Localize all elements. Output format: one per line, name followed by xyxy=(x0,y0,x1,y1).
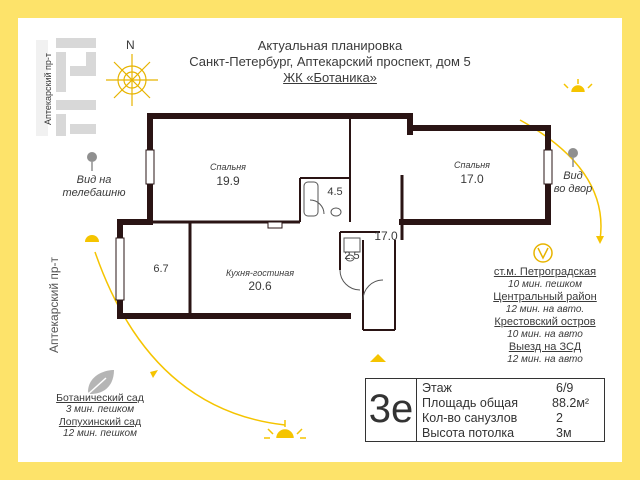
param-label: Кол-во санузлов xyxy=(422,411,518,425)
room-bedroom-2-name: Спальня xyxy=(454,160,490,170)
room-kitchen-area: 20.6 xyxy=(248,279,272,293)
transport-item: ст.м. Петроградская xyxy=(493,266,597,278)
transport-item: Крестовский остров xyxy=(494,316,596,328)
transport-item-note: 12 мин. на авто. xyxy=(505,304,585,315)
sun-icon-bottom xyxy=(264,420,306,439)
complex-name: ЖК «Ботаника» xyxy=(283,70,377,85)
door-swings xyxy=(309,199,384,301)
view-pin-right-icon xyxy=(568,148,578,167)
transport-list: ст.м. Петроградская 10 мин. пешком Центр… xyxy=(470,266,620,366)
param-label: Площадь общая xyxy=(422,396,519,410)
param-value: 3м xyxy=(556,426,572,440)
sun-path-arc xyxy=(94,251,286,426)
sun-icon-top-right xyxy=(563,79,593,93)
param-value: 88.2м² xyxy=(552,396,590,410)
param-value: 6/9 xyxy=(556,381,574,395)
sun-icon-left xyxy=(85,235,99,242)
param-value: 2 xyxy=(556,411,563,425)
room-small-area: 6.7 xyxy=(153,263,169,275)
interior-walls xyxy=(150,116,404,331)
park-item-note: 3 мин. пешком xyxy=(65,404,135,415)
apartment-params-table: 3е Этаж 6/9 Площадь общая 88.2м² Кол-во … xyxy=(365,378,605,442)
room-bedroom-2-area: 17.0 xyxy=(460,172,484,186)
compass-north-label: N xyxy=(126,38,135,52)
sun-path-arrow-left xyxy=(150,370,158,378)
param-label: Этаж xyxy=(422,381,452,395)
transport-item: Центральный район xyxy=(493,291,597,303)
entrance-marker-icon xyxy=(370,354,386,362)
sun-path-arrow xyxy=(596,236,604,244)
view-right-label: Вид во двор xyxy=(553,170,593,195)
parks-list: Ботанический сад 3 мин. пешком Лопухинск… xyxy=(40,392,160,440)
site-plan-icon xyxy=(56,38,96,136)
compass-icon xyxy=(106,54,158,106)
view-pin-left-icon xyxy=(87,152,97,171)
room-bathroom-area: 4.5 xyxy=(327,186,343,198)
leaf-icon xyxy=(85,370,114,397)
transport-item-note: 10 мин. пешком xyxy=(508,279,582,290)
park-item: Лопухинский сад xyxy=(58,416,142,428)
transport-item-note: 10 мин. на авто xyxy=(507,329,583,340)
transport-item: Выезд на ЗСД xyxy=(508,341,582,353)
room-bedroom-1-area: 19.9 xyxy=(216,174,240,188)
param-label: Высота потолка xyxy=(422,426,515,440)
room-hall-area: 17.0 xyxy=(374,229,398,243)
address: Санкт-Петербург, Аптекарский проспект, д… xyxy=(189,54,471,69)
page-title: Актуальная планировка xyxy=(257,38,403,53)
room-kitchen-name: Кухня-гостиная xyxy=(225,268,295,278)
metro-icon xyxy=(533,243,553,263)
sun-path-arc-right xyxy=(519,119,602,241)
park-item: Ботанический сад xyxy=(56,392,144,404)
view-left-label: Вид на телебашню xyxy=(62,174,126,199)
street-stripe-top xyxy=(36,40,48,136)
park-item-note: 12 мин. пешком xyxy=(63,428,137,439)
street-label-top: Аптекарский пр-т xyxy=(43,52,53,126)
room-wc-area: 2.5 xyxy=(344,250,360,262)
apartment-code: 3е xyxy=(366,379,417,441)
transport-item-note: 12 мин. на авто xyxy=(507,354,583,365)
windows xyxy=(115,149,553,301)
room-bedroom-1-name: Спальня xyxy=(210,162,246,172)
bath-fixtures xyxy=(303,181,361,262)
street-label-left: Аптекарский пр-т xyxy=(47,256,61,354)
